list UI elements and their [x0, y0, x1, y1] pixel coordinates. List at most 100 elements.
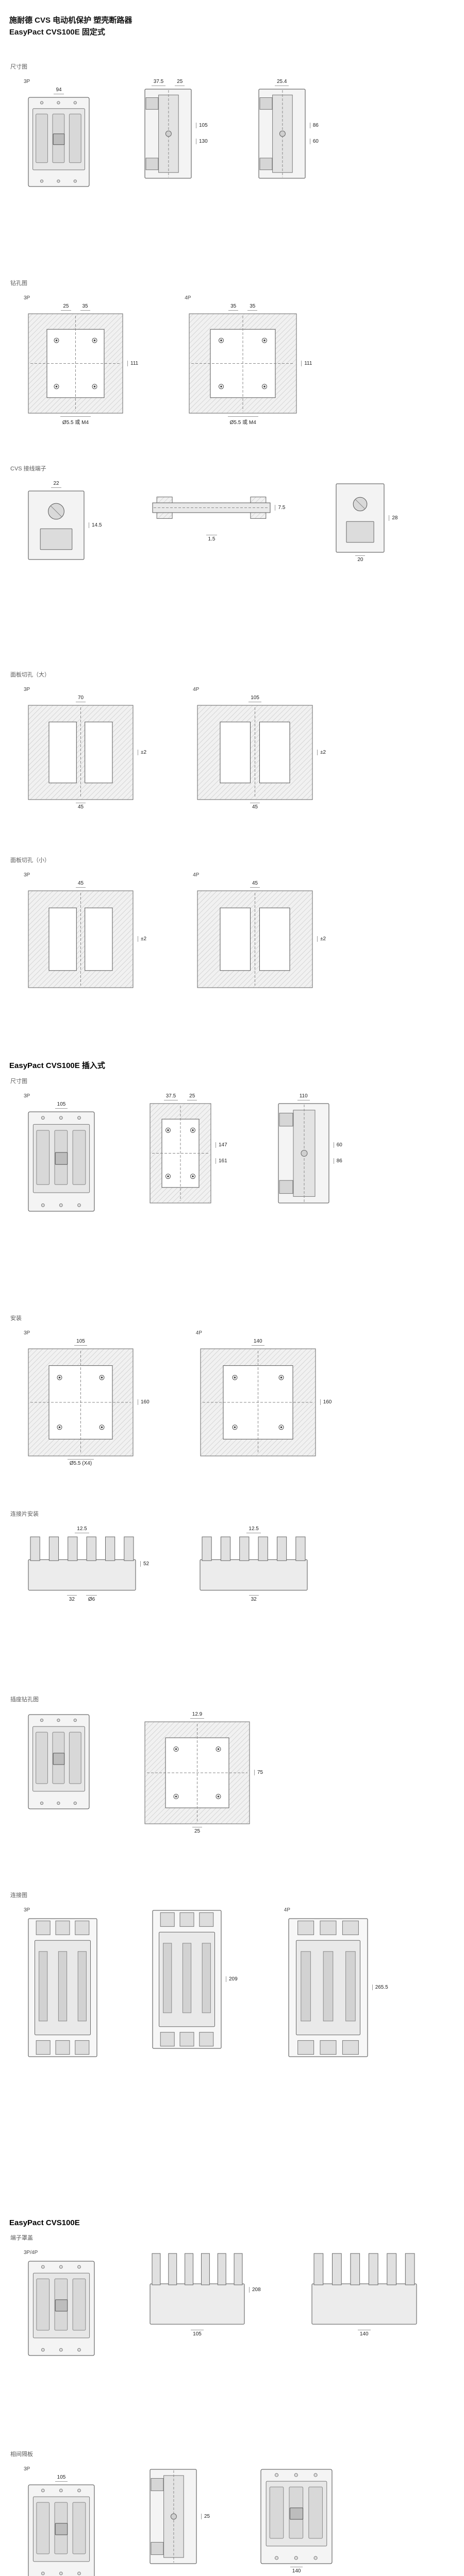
- dimension-label: 209: [226, 1976, 238, 1982]
- dimension-group: ±2: [138, 749, 146, 755]
- dimension-label: 45: [75, 880, 86, 888]
- bar-drawing: [152, 483, 271, 532]
- dimension-label: 12.9: [190, 1711, 205, 1719]
- technical-drawing: 3P 45 ±2: [24, 872, 146, 991]
- dimension-label: 70: [75, 695, 86, 702]
- figure-grid: 208 105: [145, 2250, 261, 2337]
- dimension-group: 45: [250, 802, 260, 810]
- dimension-group: 94: [54, 87, 64, 94]
- dimension-group: Ø5.5 (X4): [67, 1459, 94, 1466]
- comb-drawing: [28, 1536, 136, 1592]
- dimension-label: ±2: [138, 749, 146, 755]
- dimension-label: 160: [138, 1399, 150, 1405]
- dimension-label: 105: [191, 2329, 204, 2337]
- dimension-label: 35: [228, 303, 239, 311]
- dimension-group: 20: [355, 555, 366, 563]
- cutout-drawing: [28, 890, 134, 988]
- figure-grid: [24, 2258, 99, 2359]
- dimension-label: 147: [216, 1142, 227, 1148]
- figure-pole-tag: 3P: [24, 1330, 30, 1336]
- dimension-label: ±2: [138, 936, 146, 942]
- figure-pole-tag: 3P/4P: [24, 2249, 38, 2256]
- dimension-label: 86: [309, 123, 319, 128]
- hatch-drawing: [189, 313, 297, 414]
- dimension-group: 105: [248, 695, 261, 702]
- technical-drawing: 25: [145, 2466, 210, 2567]
- dimension-label: 32: [248, 1595, 259, 1602]
- figure-pole-tag: 3P: [24, 78, 30, 84]
- dimension-group: 1.5: [206, 534, 218, 542]
- figure-grid: 140: [256, 2466, 337, 2574]
- figure-pole-tag: 4P: [193, 686, 200, 692]
- technical-drawing: 3P 105: [24, 2466, 99, 2576]
- dimension-group: 140: [290, 2566, 303, 2574]
- figure-pole-tag: 3P: [24, 2466, 30, 2472]
- comb-drawing: [150, 2252, 245, 2327]
- figure-grid: 105: [24, 2475, 99, 2576]
- dimension-group: 28: [389, 515, 398, 521]
- technical-drawing: 28 20: [332, 481, 398, 563]
- dimension-group: 70: [75, 695, 86, 702]
- dimension-group: 12.9: [190, 1711, 205, 1719]
- hatch-drawing: [200, 1348, 316, 1456]
- section-label: 连接图: [10, 1892, 27, 1899]
- dimension-group: 105: [55, 1101, 68, 1109]
- dimension-group: 7.5: [275, 504, 285, 511]
- dimension-label: 60: [333, 1142, 342, 1148]
- dimension-group: Ø5.5 或 M4: [60, 416, 91, 426]
- dimension-label: 140: [290, 2566, 303, 2574]
- figure-grid: 45±2: [193, 880, 326, 991]
- dimension-group: 208: [249, 2286, 261, 2293]
- figure-pole-tag: 3P: [24, 872, 30, 878]
- dimension-label: 35: [247, 303, 258, 311]
- figure-grid: 209: [148, 1907, 238, 2052]
- dimension-label: 35: [80, 303, 90, 311]
- dimension-label: 7.5: [275, 504, 285, 511]
- figure-grid: 265.5: [284, 1916, 388, 2060]
- dimension-label: 45: [250, 802, 260, 810]
- dimension-group: 111: [301, 360, 312, 366]
- dimension-label: 111: [127, 360, 138, 366]
- dimension-group: ±2: [138, 936, 146, 942]
- section-label: 尺寸图: [10, 1078, 27, 1084]
- comb-drawing: [311, 2252, 417, 2327]
- front-drawing: [28, 2261, 95, 2356]
- dimension-group: 52: [140, 1561, 149, 1567]
- technical-drawing: 3P/4P: [24, 2250, 99, 2359]
- dimension-label: 25: [61, 303, 71, 311]
- dimension-label: 14.5: [89, 522, 102, 528]
- figure-grid: 7.5 1.5: [148, 481, 285, 542]
- side-drawing: [150, 2469, 197, 2564]
- dimension-group: 32: [248, 1595, 259, 1602]
- section-label: 端子罩盖: [10, 2234, 33, 2241]
- dimension-group: 160: [138, 1399, 150, 1405]
- dimension-group: 105: [191, 2329, 204, 2337]
- dimension-group: 25: [201, 2513, 210, 2519]
- dimension-label: 94: [54, 87, 64, 94]
- dimension-group: 12.5: [75, 1526, 89, 1533]
- dimension-group: 265.5: [372, 1985, 388, 1990]
- section-label: 面板切孔（大）: [10, 671, 50, 678]
- technical-drawing: 140: [256, 2466, 337, 2574]
